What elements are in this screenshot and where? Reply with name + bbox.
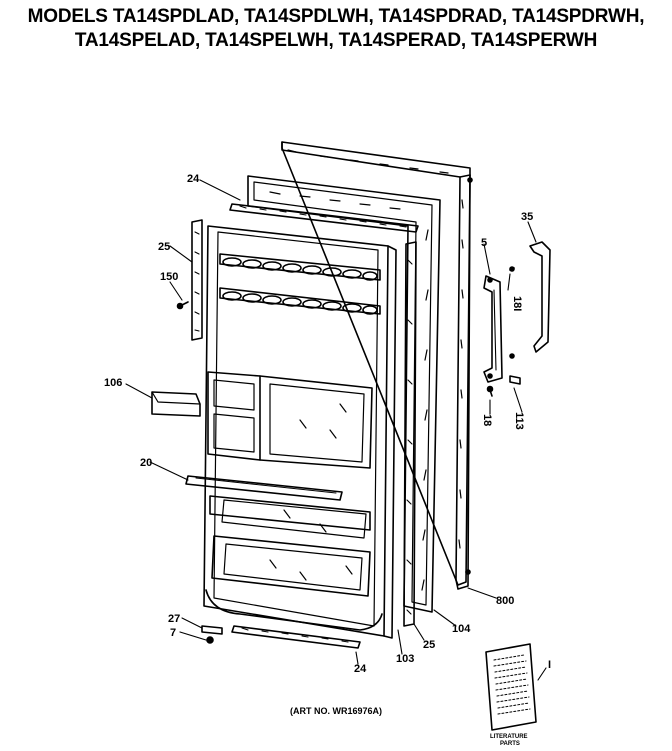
callout-150: 150 — [160, 271, 178, 283]
callout-24-bottom: 24 — [354, 663, 367, 675]
breaker-strip-top — [229, 203, 419, 233]
callout-25-left: 25 — [158, 241, 170, 253]
callout-1: I — [548, 659, 551, 671]
breaker-strip-left — [191, 219, 203, 341]
literature-parts-label: PARTS — [500, 741, 520, 747]
diagram-title-line-1: MODELS TA14SPDLAD, TA14SPDLWH, TA14SPDRA… — [27, 6, 645, 27]
screw-18-upper — [509, 266, 515, 272]
screw-7 — [206, 636, 214, 644]
callout-113: 113 — [513, 412, 525, 430]
inner-door-liner — [203, 225, 397, 639]
callout-18-upper: 18I — [511, 296, 523, 311]
callout-25-bottom: 25 — [423, 639, 435, 651]
callout-35: 35 — [521, 211, 533, 223]
callout-18-lower: 18 — [481, 414, 493, 426]
breaker-strip-right — [403, 241, 417, 627]
callout-24-top: 24 — [187, 173, 200, 185]
clip-113 — [509, 375, 521, 385]
diagram-title-line-2: TA14SPELAD, TA14SPELWH, TA14SPERAD, TA14… — [74, 30, 598, 51]
dairy-compartment-door — [151, 391, 201, 417]
callout-800: 800 — [496, 595, 514, 607]
callout-103: 103 — [396, 653, 414, 665]
outer-door-panel — [281, 141, 473, 590]
door-handle — [483, 275, 503, 383]
hinge-pin-27 — [201, 625, 223, 635]
callout-27: 27 — [168, 613, 180, 625]
art-number: (ART NO. WR16976A) — [290, 706, 382, 716]
leader-lines — [125, 179, 547, 681]
callout-106: 106 — [104, 377, 122, 389]
screw-150 — [176, 301, 189, 310]
callout-104: 104 — [452, 623, 471, 635]
callout-7: 7 — [170, 627, 176, 639]
breaker-strip-bottom — [231, 625, 361, 649]
door-shelf-bar — [185, 475, 343, 501]
literature-label: LITERATURE — [490, 734, 528, 740]
handle-trim-35 — [529, 241, 551, 353]
callout-20: 20 — [140, 457, 152, 469]
literature-booklet — [485, 643, 537, 731]
screw-18-lower — [486, 353, 515, 397]
callout-5: 5 — [481, 237, 487, 249]
